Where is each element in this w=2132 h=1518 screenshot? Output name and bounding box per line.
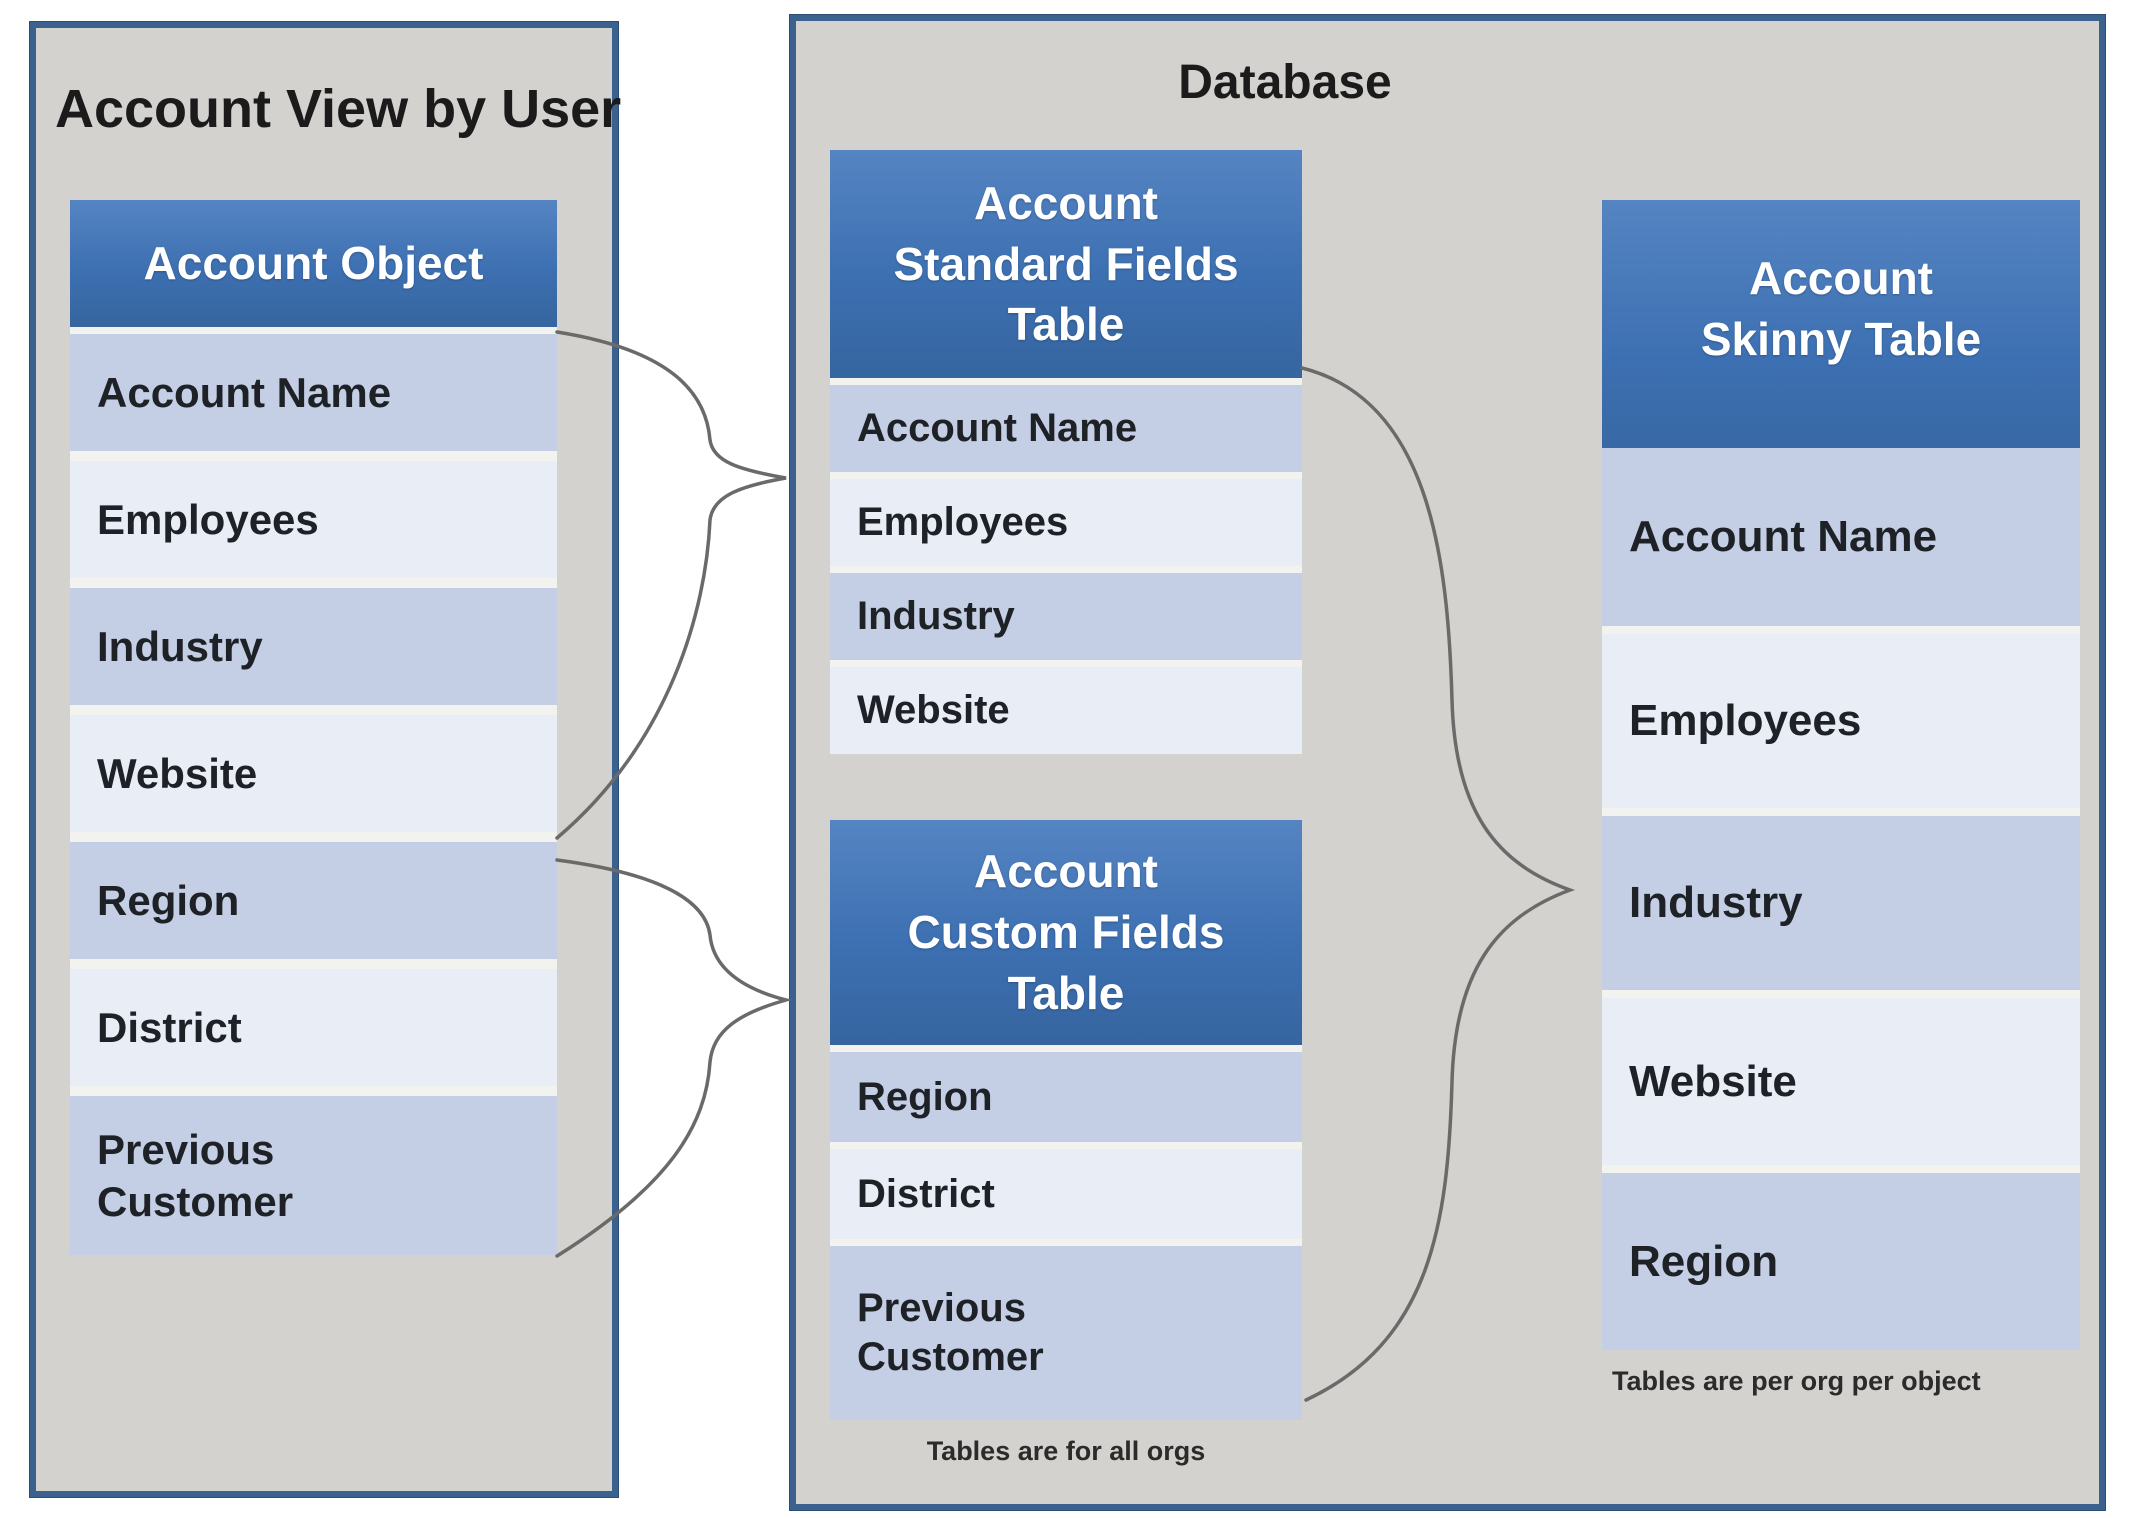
skinny-table: Account Skinny Table Account Name Employ…: [1602, 200, 2080, 1350]
table-row: Employees: [830, 479, 1302, 566]
table-row: Industry: [70, 588, 557, 705]
skinny-table-caption: Tables are per org per object: [1612, 1366, 1981, 1396]
standard-fields-table: Account Standard Fields Table Account Na…: [830, 150, 1302, 754]
skinny-table-header: Account Skinny Table: [1602, 200, 2080, 488]
table-row: Previous Customer: [70, 1096, 557, 1255]
custom-fields-header: Account Custom Fields Table: [830, 820, 1302, 1045]
custom-fields-table: Account Custom Fields Table Region Distr…: [830, 820, 1302, 1420]
table-row: Industry: [1602, 816, 2080, 990]
table-row: Website: [70, 715, 557, 832]
table-row: District: [70, 969, 557, 1086]
table-row: Employees: [1602, 634, 2080, 808]
account-object-header: Account Object: [70, 200, 557, 327]
table-row: Industry: [830, 573, 1302, 660]
account-view-panel-title: Account View by User: [55, 79, 622, 139]
table-row: Region: [70, 842, 557, 959]
custom-fields-caption: Tables are for all orgs: [926, 1436, 1206, 1466]
table-row: Website: [830, 667, 1302, 754]
standard-fields-header: Account Standard Fields Table: [830, 150, 1302, 378]
table-row: Region: [830, 1052, 1302, 1142]
table-row: Employees: [70, 461, 557, 578]
table-row: Account Name: [830, 385, 1302, 472]
table-row: District: [830, 1149, 1302, 1239]
database-panel-title: Database: [1178, 56, 1392, 109]
account-object-table: Account Object Account Name Employees In…: [70, 200, 557, 1255]
table-row: Website: [1602, 998, 2080, 1165]
table-row: Previous Customer: [830, 1246, 1302, 1420]
table-row: Account Name: [1602, 448, 2080, 626]
table-row: Account Name: [70, 334, 557, 451]
table-row: Region: [1602, 1173, 2080, 1350]
